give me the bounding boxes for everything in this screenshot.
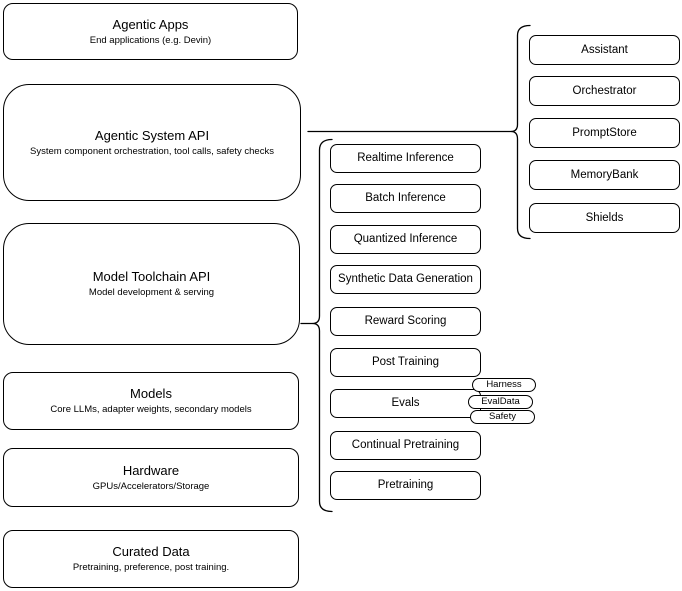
- node-label: Realtime Inference: [357, 152, 454, 164]
- node-label: Evals: [391, 397, 420, 409]
- node-quantized-inference: Quantized Inference: [330, 225, 481, 254]
- node-label: Orchestrator: [572, 84, 637, 97]
- node-title: Hardware: [122, 462, 180, 478]
- node-model-toolchain-api: Model Toolchain API Model development & …: [3, 223, 300, 345]
- node-label: PromptStore: [572, 126, 637, 139]
- node-synthetic-data-generation: Synthetic Data Generation: [330, 265, 481, 294]
- pill-safety: Safety: [470, 410, 535, 424]
- node-agentic-system-api: Agentic System API System component orch…: [3, 84, 301, 201]
- node-post-training: Post Training: [330, 348, 481, 377]
- pill-evaldata: EvalData: [468, 395, 533, 409]
- node-reward-scoring: Reward Scoring: [330, 307, 481, 336]
- node-subtitle: Model development & serving: [88, 287, 215, 298]
- node-title: Agentic System API: [94, 127, 210, 143]
- system-bracket: [510, 24, 531, 240]
- pill-label: EvalData: [481, 396, 520, 407]
- node-shields: Shields: [529, 203, 680, 233]
- node-subtitle: End applications (e.g. Devin): [89, 34, 212, 46]
- node-subtitle: System component orchestration, tool cal…: [30, 145, 274, 157]
- node-label: Assistant: [581, 43, 628, 56]
- node-subtitle: Pretraining, preference, post training.: [72, 562, 230, 573]
- node-title: Agentic Apps: [112, 16, 189, 32]
- node-agentic-apps: Agentic Apps End applications (e.g. Devi…: [3, 3, 298, 60]
- pill-harness: Harness: [472, 378, 536, 392]
- node-title: Curated Data: [112, 544, 190, 559]
- node-label: Reward Scoring: [364, 315, 447, 327]
- node-assistant: Assistant: [529, 35, 680, 65]
- node-label: Synthetic Data Generation: [338, 273, 473, 285]
- node-orchestrator: Orchestrator: [529, 76, 680, 106]
- node-continual-pretraining: Continual Pretraining: [330, 431, 481, 460]
- node-label: Continual Pretraining: [351, 439, 460, 451]
- node-subtitle: Core LLMs, adapter weights, secondary mo…: [50, 404, 252, 415]
- node-title: Models: [130, 386, 172, 401]
- node-title: Model Toolchain API: [92, 269, 211, 284]
- node-curated-data: Curated Data Pretraining, preference, po…: [3, 530, 299, 588]
- node-label: Quantized Inference: [353, 233, 458, 245]
- node-label: Batch Inference: [365, 192, 446, 204]
- node-batch-inference: Batch Inference: [330, 184, 481, 213]
- node-promptstore: PromptStore: [529, 118, 680, 148]
- pill-label: Harness: [486, 379, 522, 390]
- node-realtime-inference: Realtime Inference: [330, 144, 481, 173]
- node-label: Post Training: [371, 356, 440, 368]
- node-label: Shields: [585, 211, 624, 224]
- node-memorybank: MemoryBank: [529, 160, 680, 190]
- node-models: Models Core LLMs, adapter weights, secon…: [3, 372, 299, 430]
- node-hardware: Hardware GPUs/Accelerators/Storage: [3, 448, 299, 507]
- node-label: MemoryBank: [570, 168, 639, 181]
- node-evals: Evals: [330, 389, 481, 418]
- node-pretraining: Pretraining: [330, 471, 481, 500]
- pill-label: Safety: [489, 411, 516, 422]
- node-label: Pretraining: [377, 479, 434, 491]
- node-subtitle: GPUs/Accelerators/Storage: [92, 480, 210, 492]
